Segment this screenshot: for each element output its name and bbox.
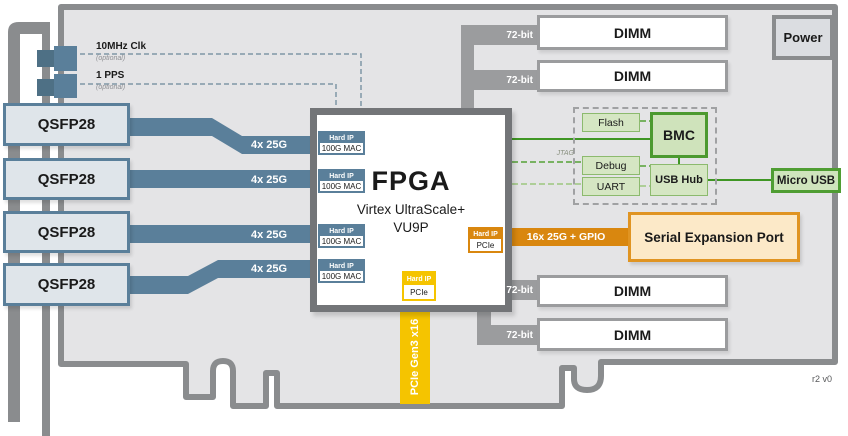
dimm-2-bus-label: 72-bit: [506, 74, 533, 86]
hardip-pcie-bottom-body: PCIe: [404, 285, 434, 299]
pcie-edge-bus: [400, 310, 430, 404]
dimm-1: DIMM: [537, 15, 728, 50]
fpga-family: Virtex UltraScale+: [356, 202, 466, 217]
pcie-edge-label: PCIe Gen3 x16: [409, 318, 421, 396]
pps-optional: (optional): [96, 84, 126, 91]
clock-input-lines: [80, 53, 362, 108]
expansion-bus-label: 16x 25G + GPIO: [526, 231, 606, 243]
qsfp28-port-2: QSFP28: [3, 158, 130, 200]
hardip-mac-4-header: Hard IP: [320, 261, 363, 271]
bmc-block: BMC: [650, 112, 708, 158]
dimm-2: DIMM: [537, 60, 728, 92]
link-label-1: 4x 25G: [250, 139, 288, 151]
dimm-4: DIMM: [537, 318, 728, 351]
hardip-pcie-bottom: Hard IP PCIe: [402, 271, 436, 301]
flash-block: Flash: [582, 113, 640, 132]
hardip-mac-4: Hard IP 100G MAC: [318, 259, 365, 283]
management-group-box: [573, 107, 717, 205]
dimm-1-bus-label: 72-bit: [506, 29, 533, 41]
usb-hub-block: USB Hub: [650, 164, 708, 196]
clk-10mhz-label: 10MHz Clk: [96, 41, 147, 52]
hardip-pcie-right-body: PCIe: [470, 239, 501, 251]
revision-label: r2 v0: [811, 374, 832, 384]
hardip-pcie-bottom-header: Hard IP: [404, 273, 434, 285]
hardip-mac-2: Hard IP 100G MAC: [318, 169, 365, 193]
dimm-3-bus-label: 72-bit: [506, 284, 533, 296]
link-label-3: 4x 25G: [250, 229, 288, 241]
fpga-name: FPGA: [371, 166, 451, 196]
link-label-2: 4x 25G: [250, 174, 288, 186]
jtag-label: JTAG: [556, 150, 574, 157]
power-block: Power: [772, 15, 834, 60]
uart-dashed-lines: [512, 183, 650, 187]
hardip-mac-3-header: Hard IP: [320, 226, 363, 236]
qsfp28-port-4: QSFP28: [3, 263, 130, 306]
hardip-mac-3-body: 100G MAC: [320, 236, 363, 246]
hardip-mac-1-body: 100G MAC: [320, 143, 363, 153]
bmc-solid-lines: [512, 138, 771, 181]
hardip-mac-2-header: Hard IP: [320, 171, 363, 181]
debug-block: Debug: [582, 156, 640, 175]
hardip-mac-4-body: 100G MAC: [320, 271, 363, 281]
fpga-part: VU9P: [393, 220, 429, 235]
expansion-bus: [503, 228, 628, 246]
sma-connector-clk: [37, 46, 77, 71]
hardip-mac-2-body: 100G MAC: [320, 181, 363, 191]
hardip-mac-1-header: Hard IP: [320, 133, 363, 143]
dimm-3: DIMM: [537, 275, 728, 307]
micro-usb-block: Micro USB: [771, 168, 841, 193]
qsfp28-port-1: QSFP28: [3, 103, 130, 146]
uart-block: UART: [582, 177, 640, 196]
hardip-pcie-right-header: Hard IP: [470, 229, 501, 239]
hardip-mac-3: Hard IP 100G MAC: [318, 224, 365, 248]
qsfp-link-buses: [130, 118, 312, 294]
serial-expansion-port: Serial Expansion Port: [628, 212, 800, 262]
qsfp28-port-3: QSFP28: [3, 211, 130, 253]
hardip-pcie-right: Hard IP PCIe: [468, 227, 503, 253]
pps-label: 1 PPS: [96, 70, 125, 81]
jtag-dashed-lines: [512, 120, 650, 167]
link-label-4: 4x 25G: [250, 263, 288, 275]
hardip-mac-1: Hard IP 100G MAC: [318, 131, 365, 155]
dimm-4-bus-label: 72-bit: [506, 329, 533, 341]
clk-10mhz-optional: (optional): [96, 55, 126, 62]
sma-connector-pps: [37, 74, 77, 98]
